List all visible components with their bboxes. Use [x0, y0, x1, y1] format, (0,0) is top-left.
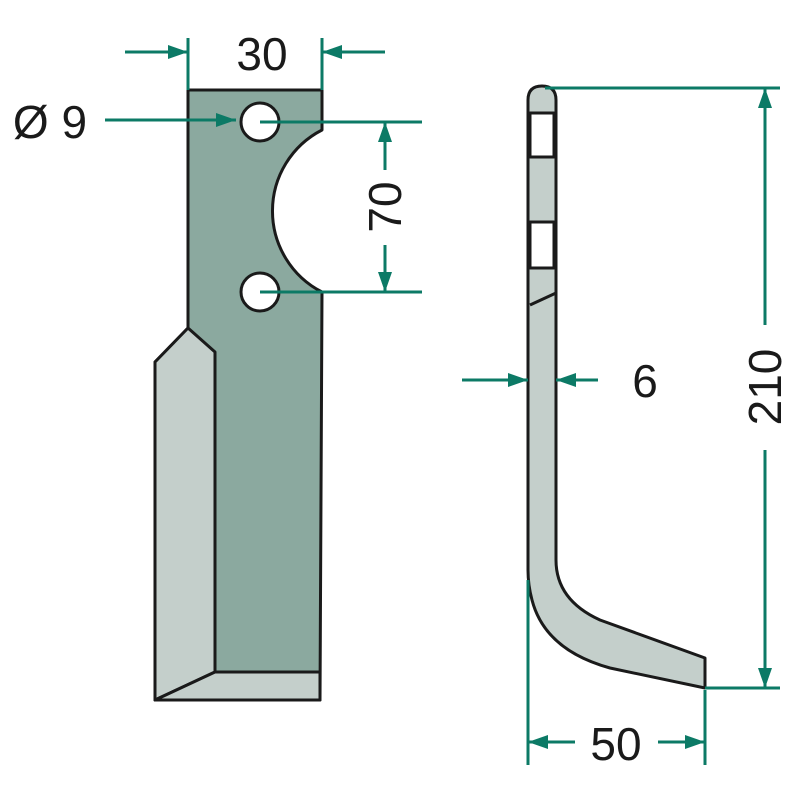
- blade-profile: [526, 84, 707, 690]
- thickness-label: 6: [632, 355, 658, 407]
- height-label: 210: [739, 349, 791, 426]
- dimension-thickness: 6: [462, 355, 658, 407]
- dimension-offset: 50: [526, 580, 707, 770]
- hole-diameter-label: Ø 9: [13, 96, 87, 148]
- slot-top: [528, 111, 556, 159]
- dimension-width: 30: [125, 28, 385, 90]
- front-view: [153, 88, 324, 702]
- width-label: 30: [236, 28, 287, 80]
- side-view: [526, 84, 707, 690]
- dimension-hole-diameter: Ø 9: [13, 96, 236, 148]
- hole-spacing-label: 70: [359, 181, 411, 232]
- dimension-height: 210: [545, 86, 791, 690]
- dimension-hole-spacing: 70: [260, 120, 422, 294]
- bevel-side: [153, 326, 217, 702]
- bevel-bottom: [153, 670, 322, 702]
- offset-label: 50: [590, 718, 641, 770]
- slot-bottom: [528, 220, 556, 270]
